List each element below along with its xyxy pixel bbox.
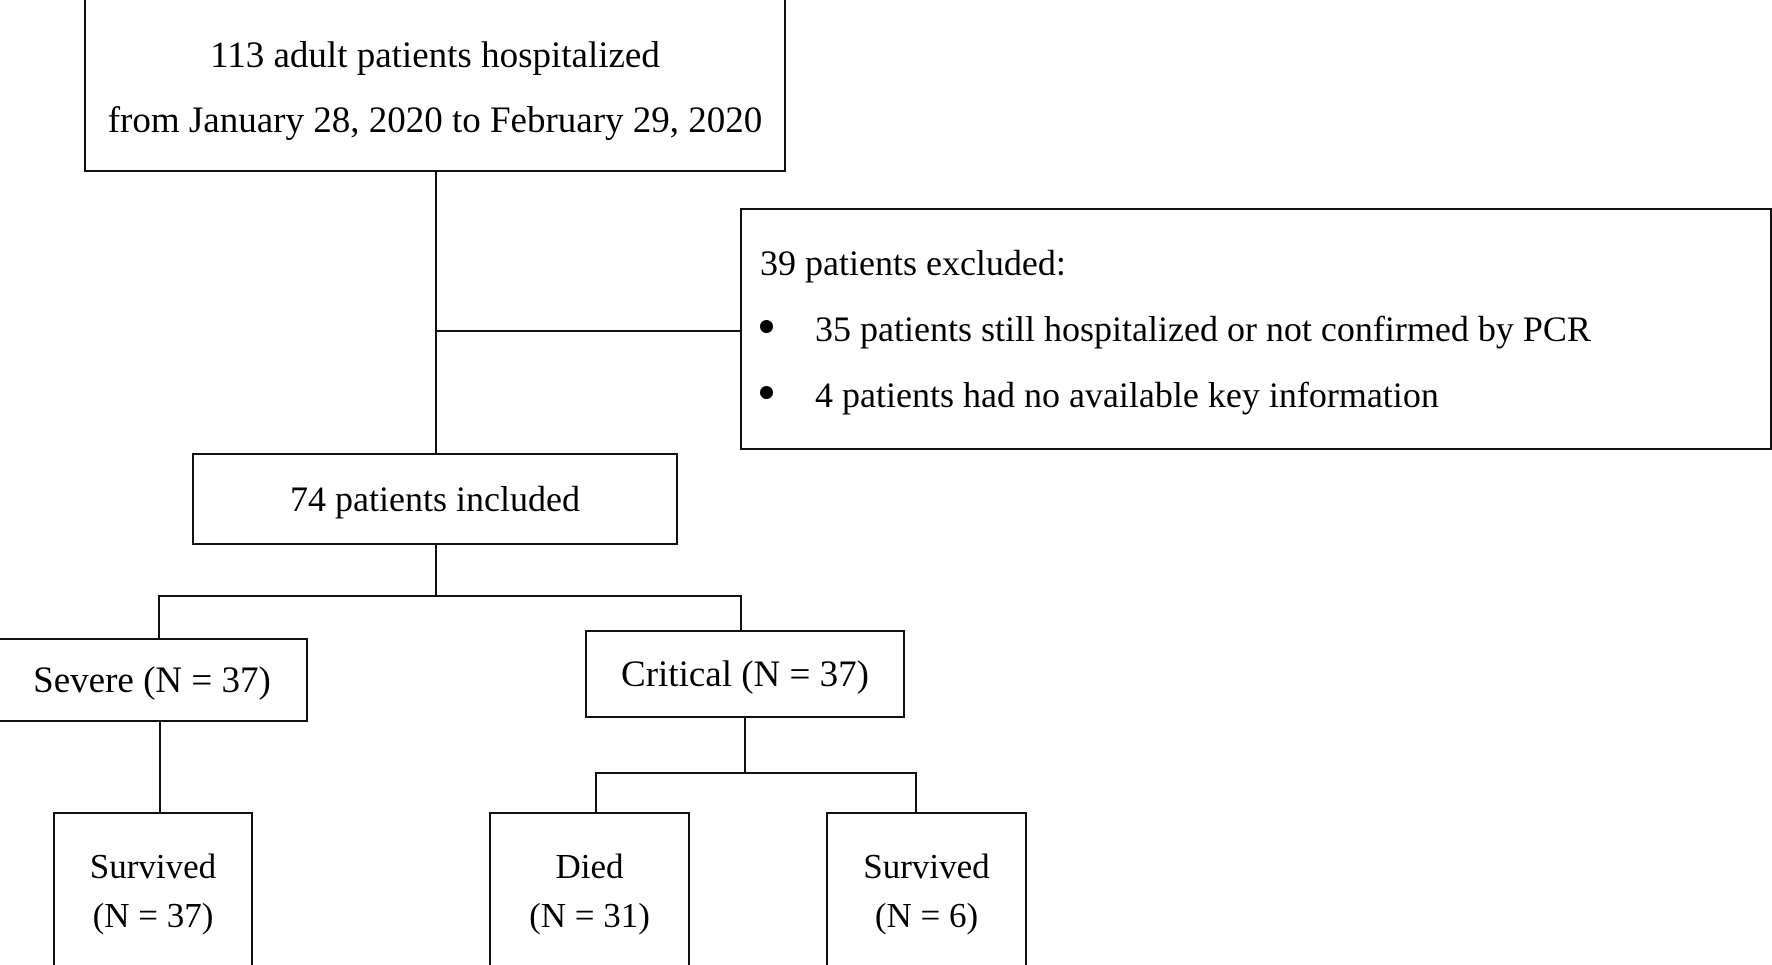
node-included-patients: 74 patients included: [192, 453, 678, 545]
connector-included-to-split: [435, 543, 437, 597]
node-severe-survived: Survived (N = 37): [53, 812, 253, 965]
node-critical-died: Died (N = 31): [489, 812, 690, 965]
enrolled-line-2: from January 28, 2020 to February 29, 20…: [107, 100, 763, 141]
bullet-dot-icon: [760, 320, 773, 333]
connector-drop-to-critical-survived: [915, 772, 917, 814]
critical-survived-line-2: (N = 6): [874, 896, 979, 935]
excluded-reason-text: 35 patients still hospitalized or not co…: [815, 309, 1591, 349]
severe-label: Severe (N = 37): [33, 659, 271, 701]
excluded-reason-text: 4 patients had no available key informat…: [815, 375, 1439, 415]
severe-survived-line-1: Survived: [89, 847, 217, 886]
connector-drop-to-critical: [740, 595, 742, 632]
critical-died-line-1: Died: [555, 847, 624, 886]
excluded-reason-item: 4 patients had no available key informat…: [760, 377, 1439, 413]
node-severe-group: Severe (N = 37): [0, 638, 308, 722]
included-label: 74 patients included: [290, 479, 580, 519]
node-critical-group: Critical (N = 37): [585, 630, 905, 718]
node-excluded-patients: 39 patients excluded: 35 patients still …: [740, 208, 1772, 450]
bullet-dot-icon: [760, 386, 773, 399]
node-enrolled-patients: 113 adult patients hospitalized from Jan…: [84, 0, 786, 172]
connector-severity-split-bar: [158, 595, 742, 597]
connector-critical-to-split: [744, 716, 746, 774]
critical-label: Critical (N = 37): [621, 653, 869, 695]
connector-severe-to-survived: [159, 718, 161, 814]
critical-survived-line-1: Survived: [863, 847, 990, 886]
connector-enrolled-trunk: [435, 170, 437, 455]
critical-died-line-2: (N = 31): [529, 896, 650, 935]
connector-outcome-split-bar: [595, 772, 917, 774]
connector-drop-to-severe: [158, 595, 160, 640]
enrolled-line-1: 113 adult patients hospitalized: [210, 35, 660, 76]
excluded-reason-item: 35 patients still hospitalized or not co…: [760, 311, 1591, 347]
severe-survived-line-2: (N = 37): [92, 896, 214, 935]
connector-to-excluded-box: [435, 330, 742, 332]
connector-drop-to-died: [595, 772, 597, 814]
node-critical-survived: Survived (N = 6): [826, 812, 1027, 965]
excluded-heading: 39 patients excluded:: [760, 243, 1066, 283]
